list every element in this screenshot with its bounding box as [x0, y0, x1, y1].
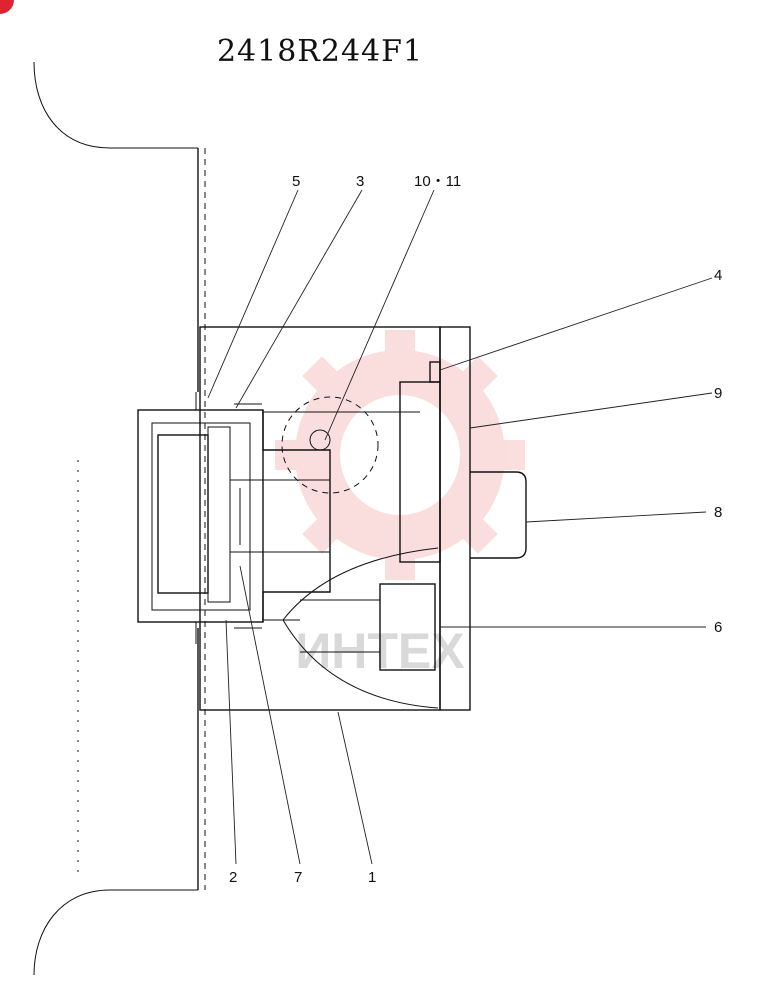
callout-7: 7: [294, 869, 302, 886]
leader-lines: [207, 189, 713, 865]
drawing-title: 2418R244F1: [216, 34, 424, 69]
callout-1: 1: [368, 869, 376, 886]
callout-5: 5: [292, 173, 300, 190]
callout-10-11: 10・11: [414, 173, 461, 190]
callout-2: 2: [229, 869, 237, 886]
shaft-stub: [470, 471, 527, 559]
callout-8: 8: [714, 504, 722, 521]
detail-circle: [281, 396, 379, 494]
flange-plate: [399, 326, 471, 711]
callout-4: 4: [714, 267, 722, 284]
mounting-outline: [33, 61, 206, 976]
cone-section: [282, 547, 439, 709]
callout-labels: 5 3 10・11 4 9 8 6 2 7 1: [229, 173, 722, 886]
callout-3: 3: [356, 173, 364, 190]
end-cover: [137, 392, 264, 644]
callout-6: 6: [714, 619, 722, 636]
callout-9: 9: [714, 385, 722, 402]
spool: [229, 410, 420, 622]
